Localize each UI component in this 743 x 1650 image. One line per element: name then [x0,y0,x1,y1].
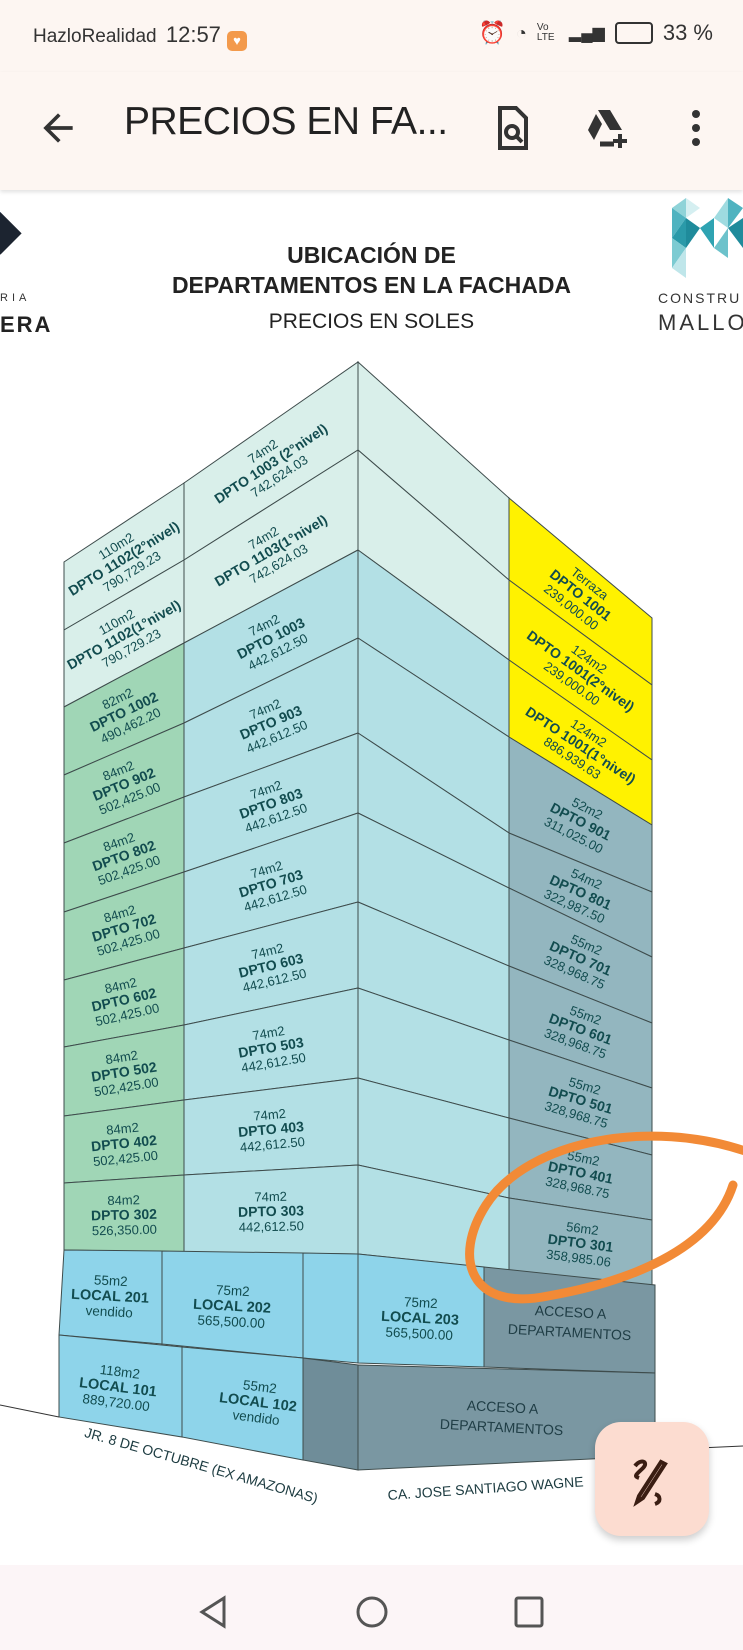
price-label: 442,612.50 [239,1218,304,1234]
price-label: 565,500.00 [385,1324,453,1343]
logo-right: CONSTRU MALLO [658,198,743,348]
logo-left-text2: ERA [0,312,53,337]
area-label: 118m2 [99,1362,141,1382]
unit-name: DPTO 302 [91,1206,157,1224]
access-line1: ACCESO A [534,1302,607,1322]
area-label: 74m2 [251,1023,286,1043]
access-line2: DEPARTAMENTOS [507,1321,631,1343]
street-label-right: CA. JOSE SANTIAGO WAGNE [387,1473,584,1503]
access-line1: ACCESO A [466,1397,539,1417]
price-label: 442,612.50 [239,1134,305,1155]
local-strip-block [302,1252,359,1364]
area-label: 56m2 [565,1219,599,1238]
logo-right-text1: CONSTRU [658,290,742,306]
app-bar: PRECIOS EN FA... [0,72,743,190]
nav-recents-icon[interactable] [514,1596,544,1628]
status-bar: HazloRealidad 12:57♥ ⏰ ◔ Vo LTE ▂▄▆ 33 % [0,0,743,72]
more-vert-icon[interactable] [672,104,720,152]
doc-heading-line2: DEPARTAMENTOS EN LA FACHADA [171,272,572,298]
annotate-fab-button[interactable] [595,1422,709,1536]
corner-strip-block [302,1357,359,1471]
price-label: 526,350.00 [92,1222,157,1239]
nav-back-icon[interactable] [198,1595,228,1629]
hand-drawn-circle-annotation [465,1131,743,1304]
battery-percent: 33 % [662,20,713,45]
area-label: 75m2 [404,1294,439,1311]
logo-right-mark [672,198,743,278]
area-label: 84m2 [107,1192,140,1208]
unit-name: DPTO 402 [90,1132,157,1154]
logo-left-text1: RIA [0,292,31,304]
area-label: 55m2 [566,1148,601,1169]
area-label: 74m2 [250,940,285,962]
doc-heading-line1: UBICACIÓN DE [287,242,456,268]
document-title: PRECIOS EN FA... [124,100,448,143]
price-label: vendido [232,1407,281,1428]
wifi-icon: ◔ [516,22,527,43]
logo-left: RIA ERA [0,209,50,342]
unit-name: DPTO 303 [238,1202,304,1220]
area-label: 55m2 [94,1272,129,1289]
unit-name: LOCAL 202 [193,1297,272,1317]
alarm-icon: ⏰ [478,20,507,45]
drive-add-icon[interactable] [582,104,630,152]
carrier-label: HazloRealidad [33,26,157,47]
area-label: 84m2 [103,975,138,997]
battery-icon [614,22,653,44]
logo-right-text2: MALLO [658,310,743,335]
pen-annotate-icon [633,1459,668,1507]
area-label: 55m2 [242,1377,277,1396]
area-label: 84m2 [104,1047,138,1067]
document-search-icon[interactable] [488,104,536,152]
area-label: 84m2 [106,1120,140,1138]
signal-icon: ▂▄▆ [568,25,605,42]
ground-line-left [0,1404,60,1418]
health-app-icon: ♥ [226,31,247,51]
nav-home-icon[interactable] [355,1595,389,1629]
area-label: 74m2 [253,1106,287,1124]
unit-name: LOCAL 203 [381,1309,460,1329]
area-label: 75m2 [216,1282,251,1299]
access-line2: DEPARTAMENTOS [439,1416,563,1438]
price-label: vendido [85,1303,133,1320]
volte-label: Vo LTE [536,22,555,43]
unit-name: LOCAL 201 [71,1287,150,1307]
clock: 12:57 [165,22,221,47]
doc-subtitle: PRECIOS EN SOLES [268,310,475,333]
unit-name: DPTO 403 [237,1118,304,1140]
area-label: 74m2 [254,1189,287,1205]
system-nav-bar [0,1565,743,1650]
back-arrow-icon[interactable] [36,106,80,150]
price-label: 502,425.00 [92,1148,158,1169]
price-label: 565,500.00 [197,1312,265,1331]
